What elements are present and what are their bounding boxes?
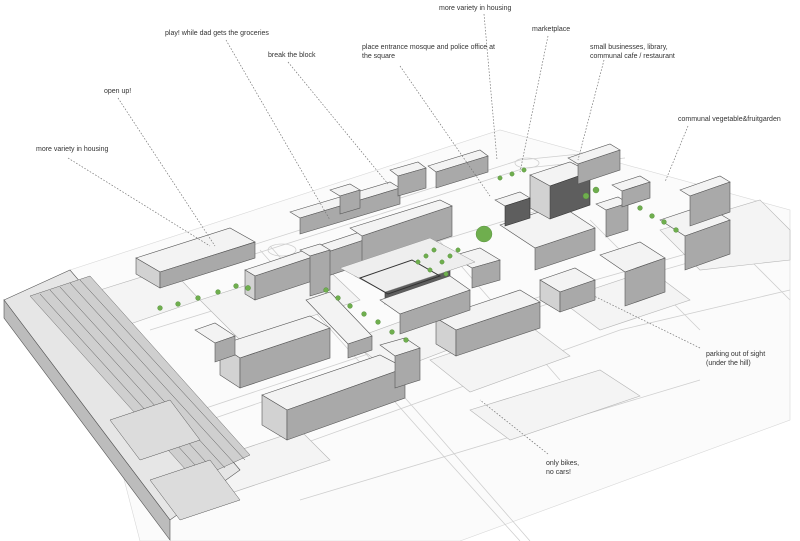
label-play: play! while dad gets the groceries — [165, 30, 269, 37]
label-place-entrance-line-2: the square — [362, 52, 396, 60]
label-bikes-line-2: no cars! — [546, 468, 571, 476]
label-bikes: only bikes, no cars! — [546, 460, 579, 477]
label-more-variety-top: more variety in housing — [439, 5, 512, 12]
label-place-entrance: place entrance mosque and police office … — [362, 44, 495, 61]
label-parking: parking out of sight (under the hill) — [706, 351, 765, 368]
label-marketplace: marketplace — [532, 26, 571, 33]
label-small-businesses: small businesses, library, communal cafe… — [590, 44, 675, 61]
label-small-businesses-line-1: small businesses, library, — [590, 44, 668, 51]
mixed-use-block — [494, 143, 651, 238]
label-bikes-line-1: only bikes, — [546, 460, 580, 467]
label-place-entrance-line-1: place entrance mosque and police office … — [362, 44, 495, 51]
label-open-up: open up! — [104, 88, 132, 95]
label-break-block: break the block — [268, 52, 316, 59]
label-more-variety-left: more variety in housing — [36, 146, 109, 153]
label-small-businesses-line-2: communal cafe / restaurant — [590, 52, 675, 60]
railway-station — [3, 269, 251, 541]
label-communal-garden: communal vegetable&fruitgarden — [678, 116, 781, 123]
market-square — [339, 237, 476, 295]
label-parking-line-2: (under the hill) — [706, 359, 751, 367]
housing-row — [244, 149, 489, 359]
annotation-leaders — [67, 13, 701, 455]
buildings — [135, 175, 731, 441]
label-parking-line-1: parking out of sight — [706, 351, 766, 358]
trees — [157, 167, 679, 343]
